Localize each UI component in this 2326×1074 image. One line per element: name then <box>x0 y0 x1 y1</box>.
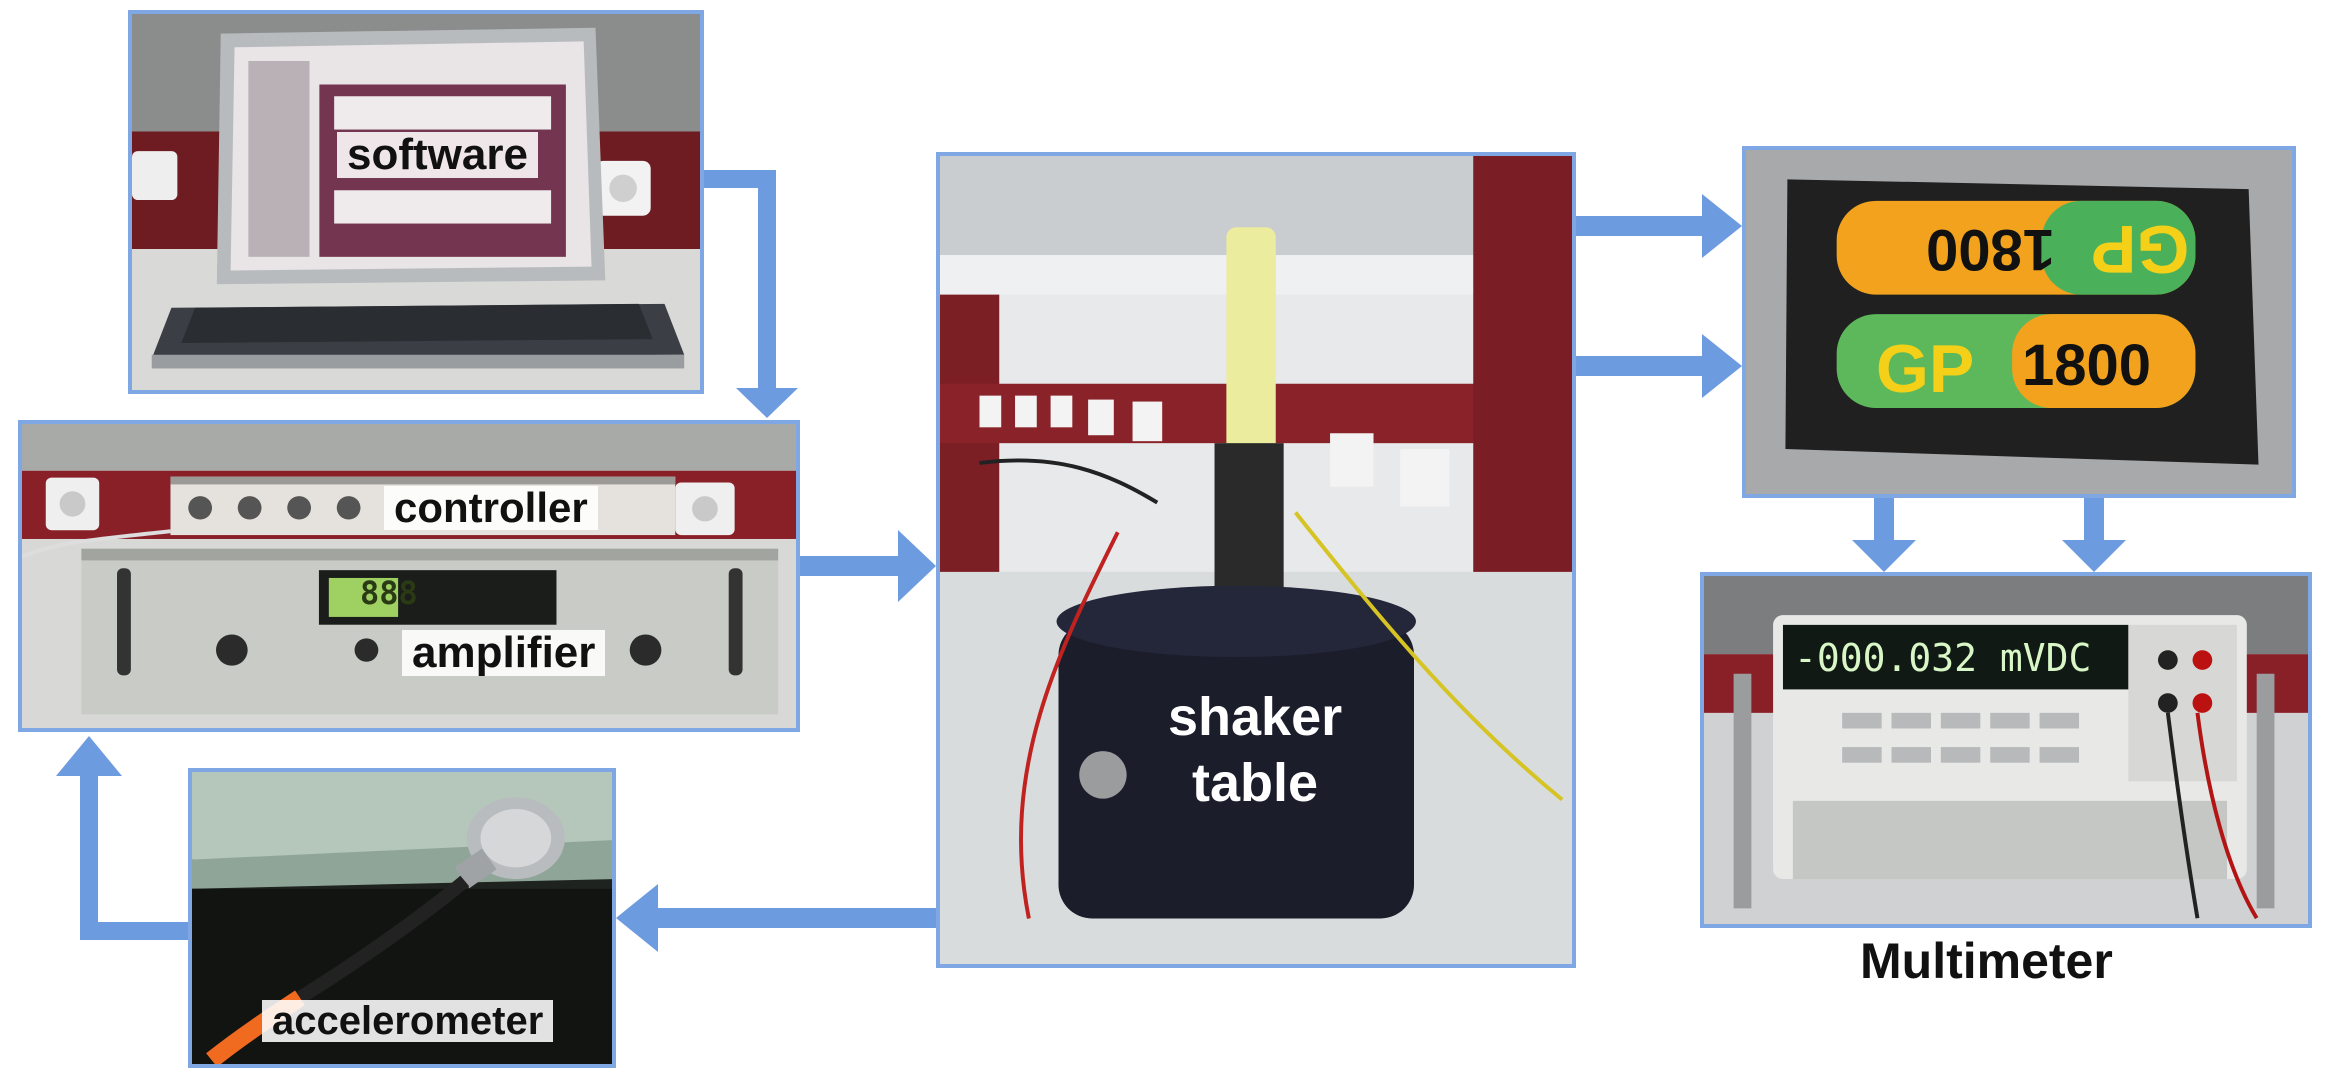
arrow-shaker-to-accelerometer <box>656 908 936 928</box>
arrow-battery-to-multimeter-left <box>1874 498 1894 542</box>
battery-bottom-capacity: 1800 <box>2022 333 2152 398</box>
software-label: software <box>337 131 538 179</box>
controller-label: controller <box>384 485 598 531</box>
arrow-battery-to-multimeter-right <box>2084 498 2104 542</box>
arrow-shaker-to-battery-bottom <box>1576 356 1704 376</box>
shaker-label-line2: table <box>1192 753 1319 813</box>
arrow-shaker-to-battery-top <box>1576 216 1704 236</box>
battery-photo <box>1746 150 2292 494</box>
controller-amplifier-panel: 888 controller amplifier <box>18 420 800 732</box>
battery-bottom-brand: GP <box>1876 331 1975 407</box>
battery-panel: 1800 GP GP 1800 <box>1742 146 2296 498</box>
laptop-photo <box>132 14 700 390</box>
multimeter-panel: -000.032 mVDC <box>1700 572 2312 928</box>
battery-top-brand: GP <box>2091 211 2190 287</box>
multimeter-caption: Multimeter <box>1860 933 2113 989</box>
shaker-label-line1: shaker <box>1168 687 1343 747</box>
accelerometer-label: accelerometer <box>262 1000 554 1042</box>
multimeter-photo <box>1704 576 2308 924</box>
amplifier-label: amplifier <box>402 629 606 677</box>
shaker-table-panel: shaker table <box>936 152 1576 968</box>
multimeter-display: -000.032 mVDC <box>1794 636 2092 680</box>
battery-top-capacity: 1800 <box>1926 217 2056 282</box>
software-panel: software <box>128 10 704 394</box>
arrow-software-to-controller <box>704 170 776 188</box>
accelerometer-panel: accelerometer <box>188 768 616 1068</box>
amplifier-display: 888 <box>360 574 418 612</box>
arrow-amplifier-to-shaker <box>800 556 900 576</box>
shaker-photo <box>940 156 1572 964</box>
arrow-accelerometer-to-amplifier <box>80 922 188 940</box>
